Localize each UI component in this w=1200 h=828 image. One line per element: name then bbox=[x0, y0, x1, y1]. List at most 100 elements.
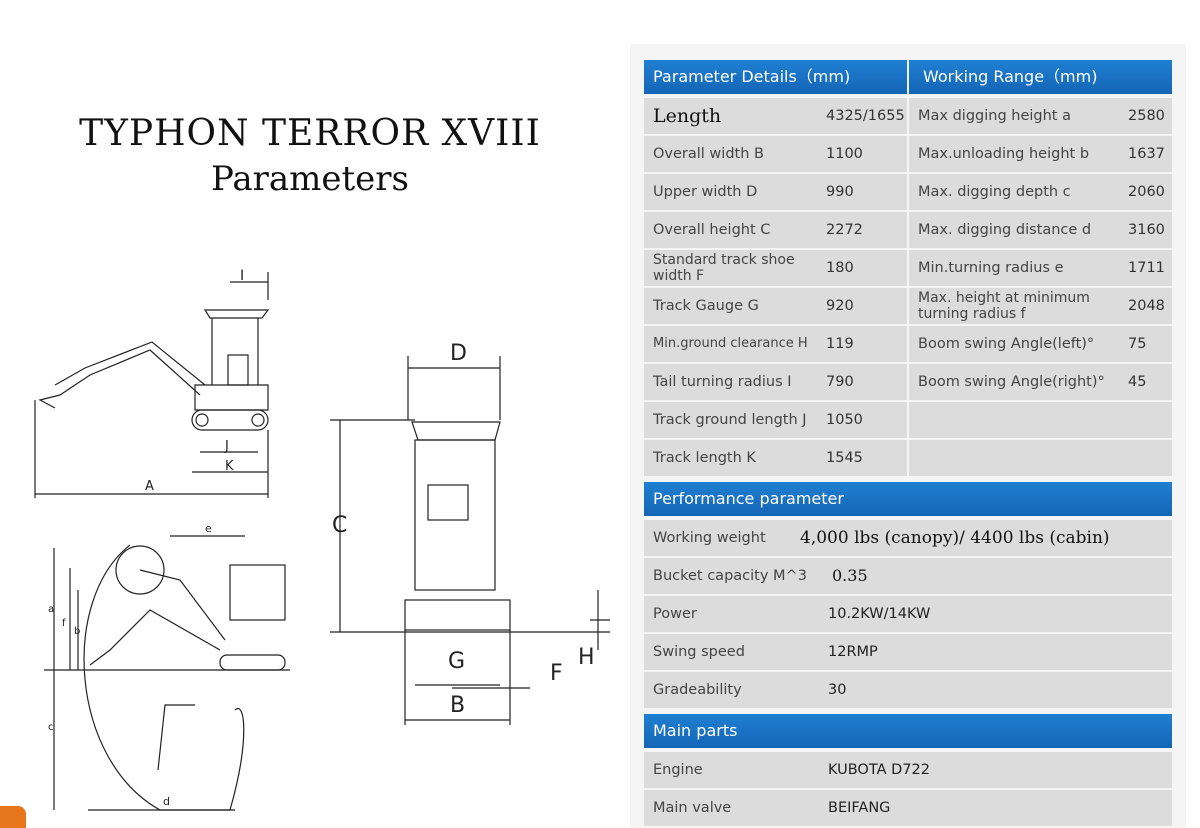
row-value: 920 bbox=[826, 298, 854, 314]
table-row: Overall width B 1100 Max.unloading height… bbox=[644, 136, 1172, 172]
row-value: 790 bbox=[826, 374, 854, 390]
range-value: 1637 bbox=[1128, 146, 1165, 162]
range-value: 2580 bbox=[1128, 108, 1165, 124]
label-F: F bbox=[550, 661, 563, 686]
performance-value: 30 bbox=[828, 682, 847, 698]
title-block: TYPHON TERROR XVIII Parameters bbox=[40, 112, 580, 202]
main-parts-label: Main valve bbox=[653, 800, 732, 816]
table-row: Track length K 1545 bbox=[644, 440, 1172, 476]
row-label-line2: width F bbox=[653, 268, 705, 284]
label-C: C bbox=[332, 513, 347, 538]
table-row: Track ground length J 1050 bbox=[644, 402, 1172, 438]
header-working-range: Working Range（mm) bbox=[923, 67, 1098, 86]
row-label: Track Gauge G bbox=[653, 298, 759, 314]
label-D: D bbox=[450, 341, 467, 366]
label-G: G bbox=[448, 649, 465, 674]
table-row: Length 4325/1655 Max digging height a 2580 bbox=[644, 98, 1172, 134]
range-value: 1711 bbox=[1128, 260, 1165, 276]
row-value: 119 bbox=[826, 336, 854, 352]
performance-row: Swing speed 12RMP bbox=[644, 634, 1172, 670]
excavator-diagrams: I J K A D C G B F H bbox=[34, 268, 610, 811]
row-value: 990 bbox=[826, 184, 854, 200]
empty-range-cell bbox=[909, 440, 1172, 476]
label-B: B bbox=[450, 693, 465, 718]
side-view-drawing bbox=[34, 272, 270, 498]
performance-label: Gradeability bbox=[653, 682, 742, 698]
range-value: 45 bbox=[1128, 374, 1147, 390]
range-label: Max digging height a bbox=[918, 108, 1071, 124]
performance-value: 0.35 bbox=[832, 566, 868, 585]
label-I: I bbox=[240, 268, 244, 284]
empty-range-cell bbox=[909, 402, 1172, 438]
row-label: Min.ground clearance H bbox=[653, 336, 808, 351]
row-label: Length bbox=[653, 105, 722, 127]
performance-label: Working weight bbox=[653, 530, 766, 546]
label-b: b bbox=[74, 626, 80, 637]
performance-row: Bucket capacity M^3 0.35 bbox=[644, 558, 1172, 594]
range-value: 2060 bbox=[1128, 184, 1165, 200]
front-view-drawing bbox=[330, 356, 610, 725]
performance-label: Swing speed bbox=[653, 644, 745, 660]
label-H: H bbox=[578, 645, 595, 670]
performance-value: 10.2KW/14KW bbox=[828, 606, 931, 622]
main-parts-header: Main parts bbox=[644, 714, 1172, 748]
performance-row: Gradeability 30 bbox=[644, 672, 1172, 708]
label-J: J bbox=[224, 439, 229, 454]
row-value: 180 bbox=[826, 260, 854, 276]
page-subtitle: Parameters bbox=[211, 159, 409, 199]
range-label-line1: Max. height at minimum bbox=[918, 290, 1090, 306]
performance-header: Performance parameter bbox=[644, 482, 1172, 516]
range-label: Min.turning radius e bbox=[918, 260, 1064, 276]
table-row: Upper width D 990 Max. digging depth c 206… bbox=[644, 174, 1172, 210]
label-c: c bbox=[48, 722, 54, 733]
row-label: Overall width B bbox=[653, 146, 764, 162]
row-value: 1545 bbox=[826, 450, 863, 466]
row-label: Tail turning radius I bbox=[653, 374, 792, 390]
label-f: f bbox=[62, 618, 66, 629]
label-e: e bbox=[205, 522, 212, 535]
label-K: K bbox=[225, 459, 234, 474]
working-range-drawing bbox=[44, 535, 290, 811]
label-a: a bbox=[48, 604, 54, 615]
label-d: d bbox=[163, 795, 170, 808]
performance-row: Working weight 4,000 lbs (canopy)/ 4400 … bbox=[644, 520, 1172, 556]
table-row: Min.ground clearance H 119 Boom swing Ang… bbox=[644, 326, 1172, 362]
row-value: 1100 bbox=[826, 146, 863, 162]
performance-value: 4,000 lbs (canopy)/ 4400 lbs (cabin) bbox=[800, 528, 1110, 548]
page-title: TYPHON TERROR XVIII bbox=[79, 113, 541, 154]
row-label-line1: Standard track shoe bbox=[653, 252, 795, 268]
row-value: 1050 bbox=[826, 412, 863, 428]
spec-table: Parameter Details（mm) Working Range（mm) … bbox=[644, 60, 1172, 826]
technical-drawings: I J K A D C G B F H bbox=[0, 250, 620, 828]
row-label: Track ground length J bbox=[653, 412, 807, 428]
table-header: Parameter Details（mm) Working Range（mm) bbox=[644, 60, 1172, 94]
performance-value: 12RMP bbox=[828, 644, 878, 660]
range-value: 75 bbox=[1128, 336, 1147, 352]
corner-tab[interactable] bbox=[0, 806, 26, 828]
row-label: Upper width D bbox=[653, 184, 758, 200]
range-value: 3160 bbox=[1128, 222, 1165, 238]
row-label: Overall height C bbox=[653, 222, 771, 238]
range-value: 2048 bbox=[1128, 298, 1165, 314]
range-label: Boom swing Angle(left)° bbox=[918, 336, 1095, 352]
range-label: Max. digging depth c bbox=[918, 184, 1071, 200]
row-label: Track length K bbox=[653, 450, 756, 466]
header-parameter-details: Parameter Details（mm) bbox=[653, 67, 851, 86]
header-divider bbox=[907, 60, 909, 94]
main-parts-label: Engine bbox=[653, 762, 703, 778]
range-label: Max.unloading height b bbox=[918, 146, 1090, 162]
range-label: Max. digging distance d bbox=[918, 222, 1092, 238]
main-parts-value: BEIFANG bbox=[828, 800, 891, 816]
performance-label: Bucket capacity M^3 bbox=[653, 568, 807, 584]
row-value: 4325/1655 bbox=[826, 108, 905, 124]
range-label-line2: turning radius f bbox=[918, 306, 1026, 322]
main-parts-row: Main valve BEIFANG bbox=[644, 790, 1172, 826]
performance-label: Power bbox=[653, 606, 697, 622]
label-A: A bbox=[145, 479, 154, 494]
